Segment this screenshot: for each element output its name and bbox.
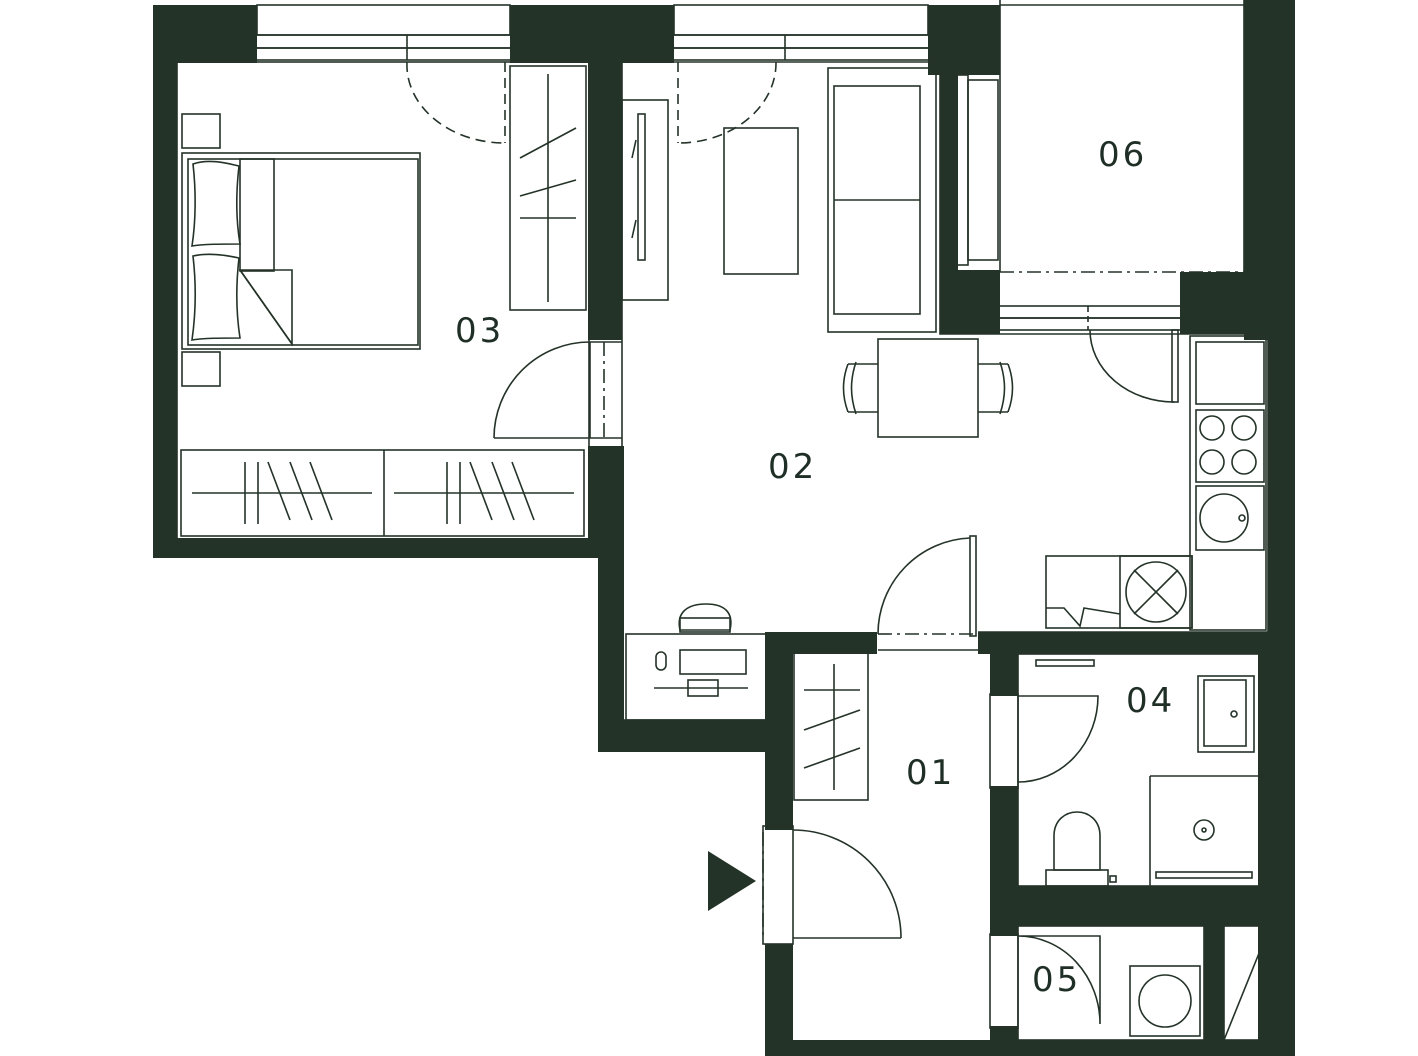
wall-hall-right-a (990, 640, 1018, 696)
tv-unit (621, 99, 669, 301)
balcony (999, 0, 1245, 273)
dryer-icon (1129, 965, 1201, 1037)
room-labels: 01 02 03 04 05 06 (455, 135, 1175, 1000)
bed-icon (181, 152, 421, 350)
nightstand-bottom (181, 351, 221, 387)
wall-top-right-living (928, 5, 1000, 75)
room-label-05: 05 (1032, 960, 1081, 1000)
coffee-table (723, 127, 799, 275)
room-label-04: 04 (1126, 681, 1175, 721)
sink-icon (1195, 485, 1265, 551)
wall-hall-left-lower (765, 944, 793, 1056)
hall-wardrobe (793, 651, 869, 801)
doors (406, 61, 1179, 1029)
living-furniture (621, 67, 1014, 721)
wall-hall-right-c (990, 1026, 1018, 1056)
wall-hall-left-upper (765, 632, 793, 830)
room-label-01: 01 (906, 753, 955, 793)
wardrobe (509, 65, 587, 311)
laundry (1017, 925, 1271, 1041)
nightstand-top (181, 113, 221, 149)
sofa (827, 67, 937, 333)
room-label-03: 03 (455, 311, 504, 351)
wall-bedroom-bottom (153, 538, 600, 558)
bedroom-inner-outline (176, 61, 590, 541)
wall-bedroom-left (153, 5, 177, 558)
bathroom (1017, 653, 1261, 887)
room-label-06: 06 (1098, 135, 1147, 175)
wall-shaft (1204, 886, 1224, 1056)
wall-living-left (598, 446, 624, 752)
wall-living-bottom (598, 720, 776, 752)
entrance-arrow-icon (708, 851, 756, 911)
hob-icon (1195, 409, 1265, 483)
wall-right (1258, 640, 1295, 1056)
toilet-icon (1053, 811, 1101, 871)
wall-kitchen-right (1268, 280, 1295, 656)
wall-bottom (765, 1040, 1295, 1056)
desk (625, 633, 769, 721)
wall-bath-bottom (990, 886, 1290, 926)
bedroom-furniture (180, 65, 587, 537)
wall-kitchen-top-right (1180, 272, 1295, 334)
living-inner-outline (622, 61, 1269, 633)
shower-drain-icon (1193, 819, 1215, 841)
wall-bedroom-top-mid (510, 5, 674, 63)
wall-bedroom-right-upper (588, 60, 622, 340)
living-inner-outline-left (621, 62, 765, 721)
room-label-02: 02 (768, 447, 817, 487)
wardrobe-bottom (180, 449, 585, 537)
dining-table (877, 338, 979, 438)
washbasin-icon (1197, 675, 1255, 753)
wall-hall-top-right (978, 632, 1272, 654)
kitchen (1045, 335, 1267, 631)
windows (249, 4, 1185, 331)
washer-icon (1119, 555, 1193, 629)
walls (153, 0, 1295, 1056)
